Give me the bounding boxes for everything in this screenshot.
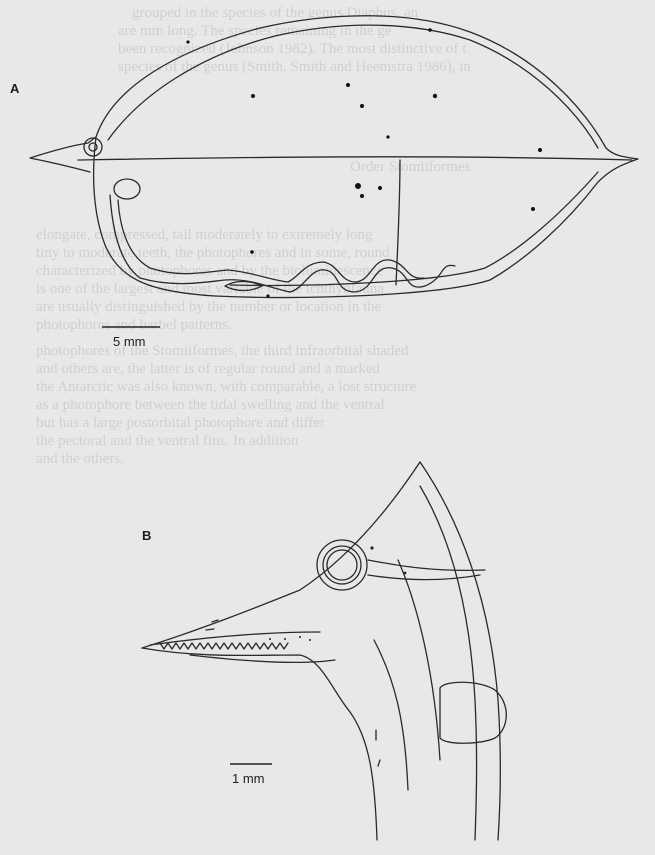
lower-jaw-outline [142,648,377,840]
melanophore-dot [186,40,189,43]
ventral-inner-line [230,172,598,285]
nerve-line [368,575,480,580]
dorsal-inner-line [108,25,598,148]
tooth-dot [370,546,373,549]
melanophore-dot [428,28,432,32]
head-dorsal-outline [142,462,420,648]
melanophore-dot [386,135,389,138]
eye-b-middle [323,546,361,584]
melanophore-dot [531,207,535,211]
nerve-line [368,560,485,570]
eye-a-inner [89,143,97,151]
melanophore-dot [250,250,254,254]
eye-a-outer [84,138,102,156]
heart-sac [114,179,140,199]
teeth-upper [160,643,288,649]
melanophore-dot [538,148,542,152]
gut-coil [110,195,455,292]
panel-label-b: B [142,528,151,543]
melanophore-dot [251,94,255,98]
heart-sac-b [440,682,506,743]
body-curve-outer [420,462,500,840]
eye-b-outer [317,540,367,590]
melanophore-dot [360,194,364,198]
melanophore-dot [355,183,361,189]
body-curve-3 [374,640,408,790]
melanophore-dot [346,83,350,87]
panel-label-a: A [10,81,19,96]
melanophore-dot [433,94,437,98]
tooth-dot [309,639,311,641]
melanophore-dot [378,186,382,190]
eye-b-inner [327,550,357,580]
melanophore-dot [360,104,364,108]
tooth-dot [404,572,407,575]
scale-bar-label-a: 5 mm [113,334,146,349]
tooth-dot [269,638,271,640]
melanophore-dot [266,294,269,297]
gill-tick [376,730,380,766]
tooth-dot [299,636,301,638]
body-curve-2 [398,560,440,760]
septum-line [396,160,400,285]
tooth-dot [284,638,286,640]
gut-coil-inner [118,200,424,282]
scale-bar-label-b: 1 mm [232,771,265,786]
throat-line [190,655,335,662]
midline [78,157,632,160]
